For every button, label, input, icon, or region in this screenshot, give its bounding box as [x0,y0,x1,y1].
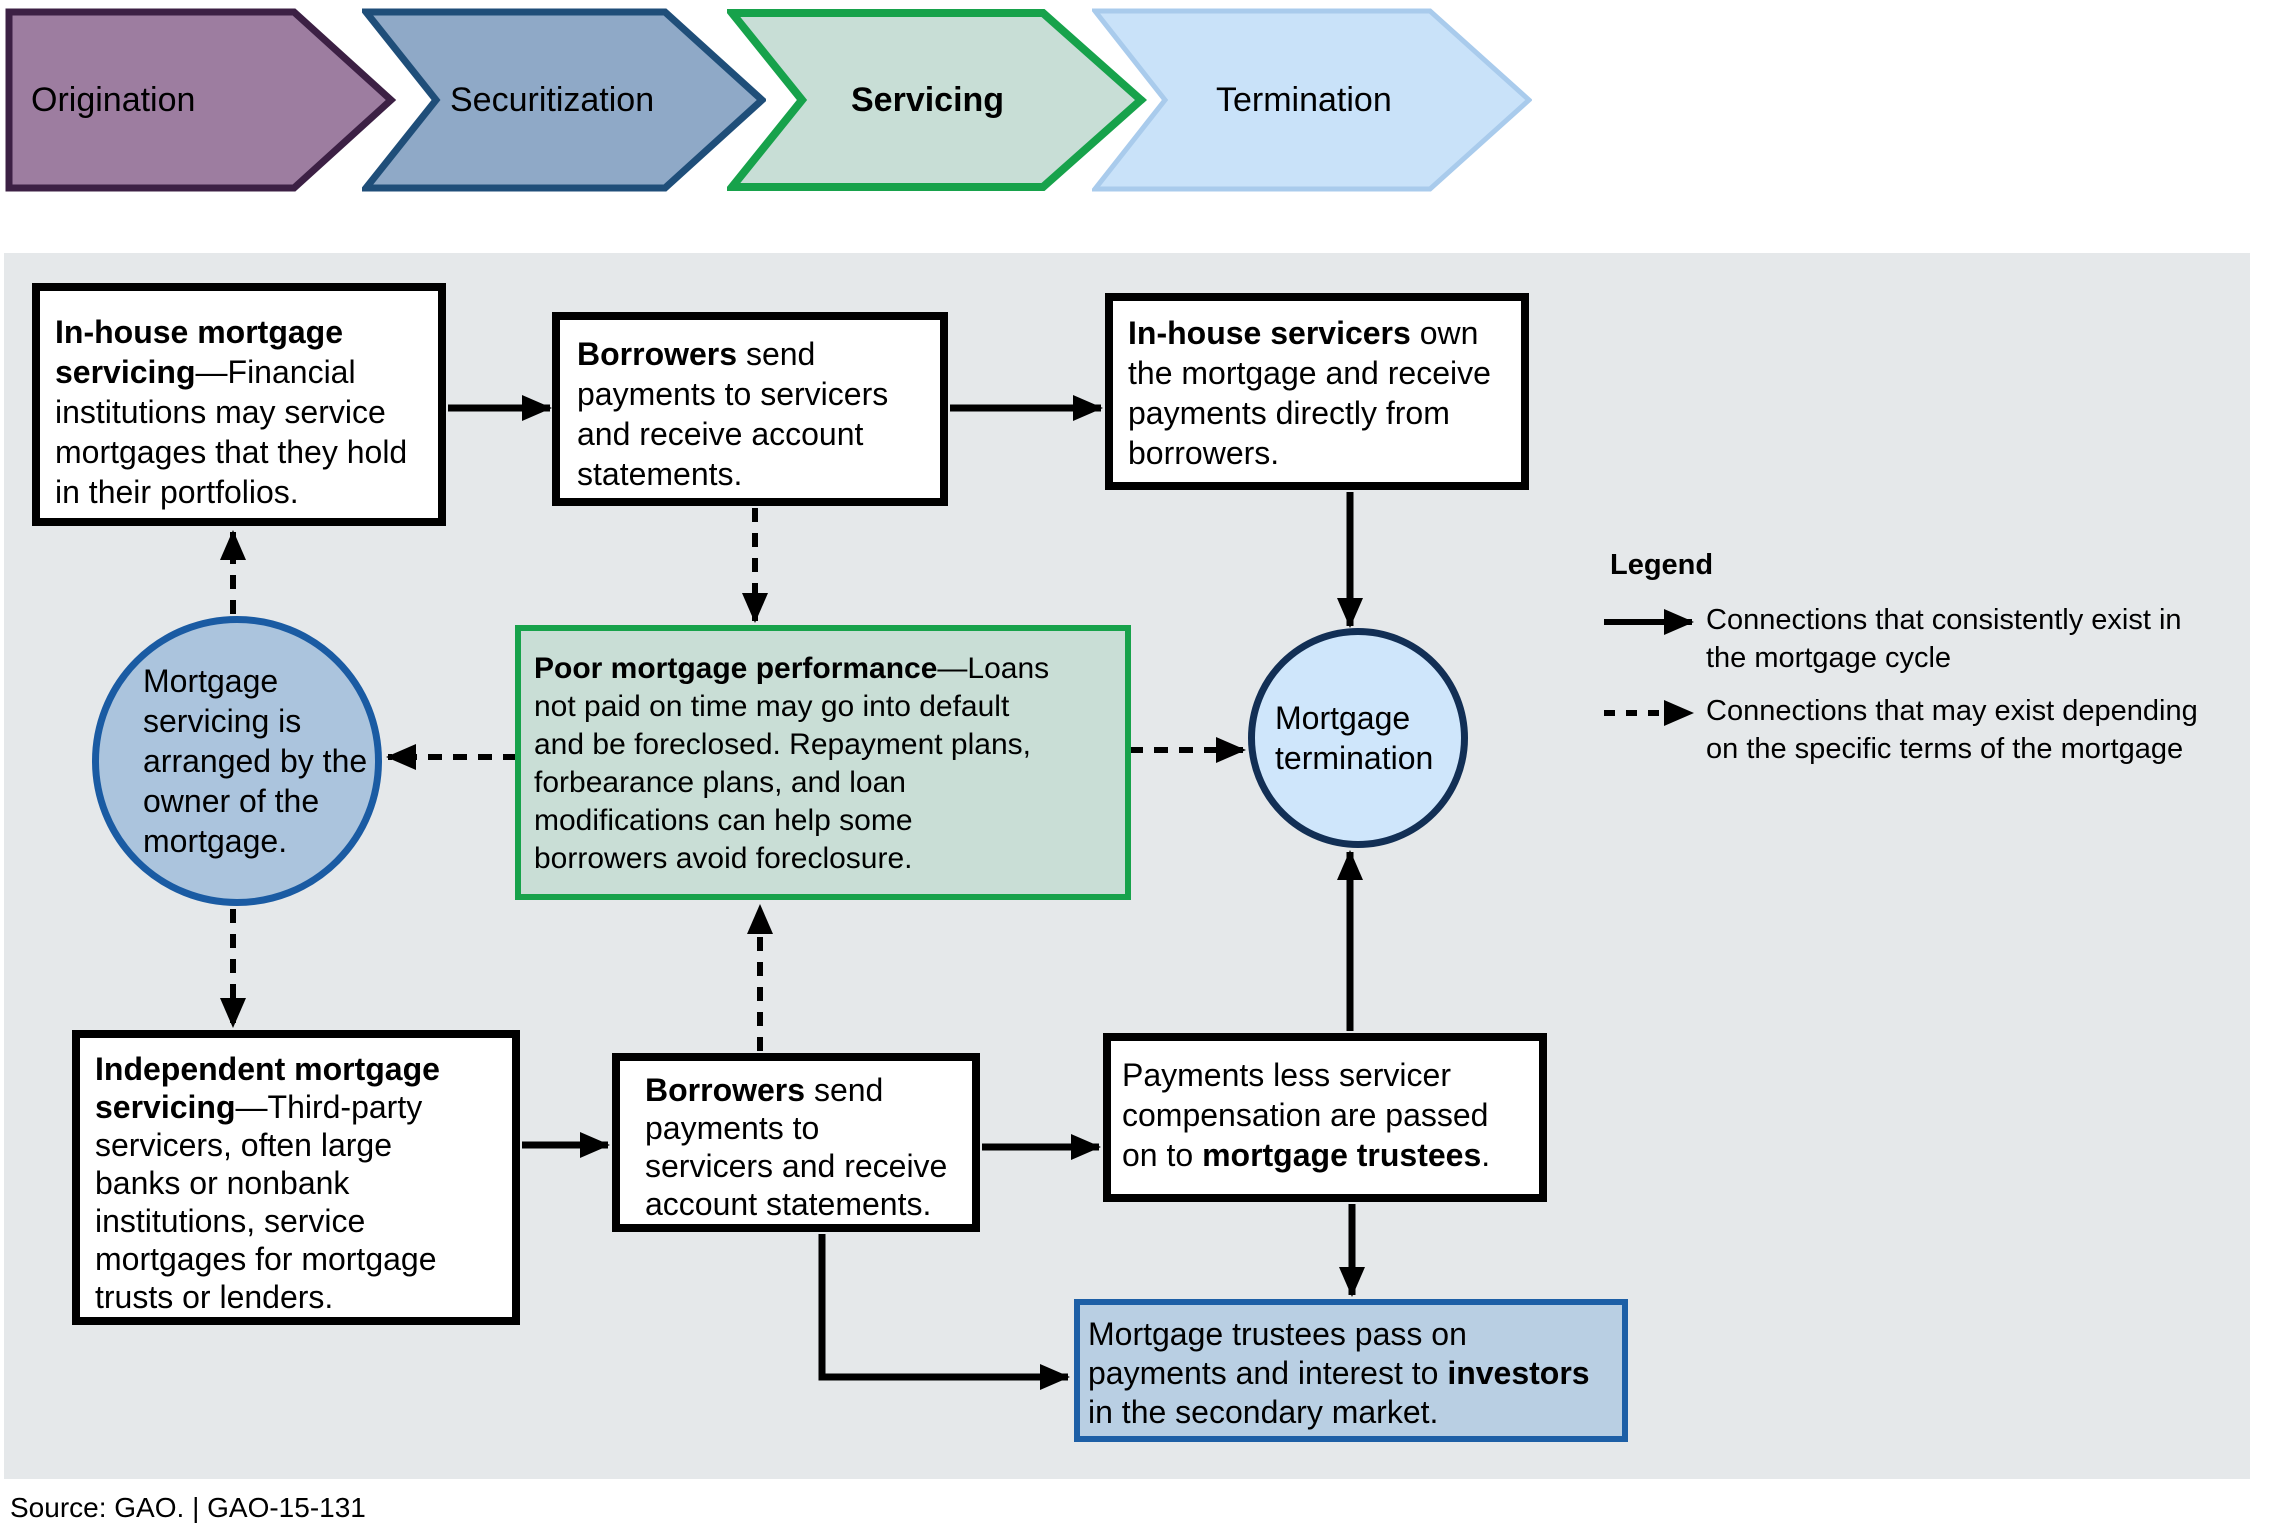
stage-servicing-label: Servicing [851,80,1005,119]
origination-chevron-shape [5,8,397,192]
stage-securitization-label: Securitization [450,80,655,119]
source-citation: Source: GAO. | GAO-15-131 [10,1492,366,1523]
termination-chevron-shape [1092,8,1532,192]
securitization-chevron-shape [362,8,766,192]
stage-termination-label: Termination [1216,80,1392,119]
stage-origination: Origination [5,8,397,192]
stage-termination: Termination [1092,8,1532,192]
legend-title: Legend [1610,549,1714,581]
stage-securitization: Securitization [362,8,766,192]
servicing-chevron-shape [727,9,1147,191]
stage-servicing-current: Servicing [727,8,1147,192]
stage-origination-label: Origination [31,80,196,119]
